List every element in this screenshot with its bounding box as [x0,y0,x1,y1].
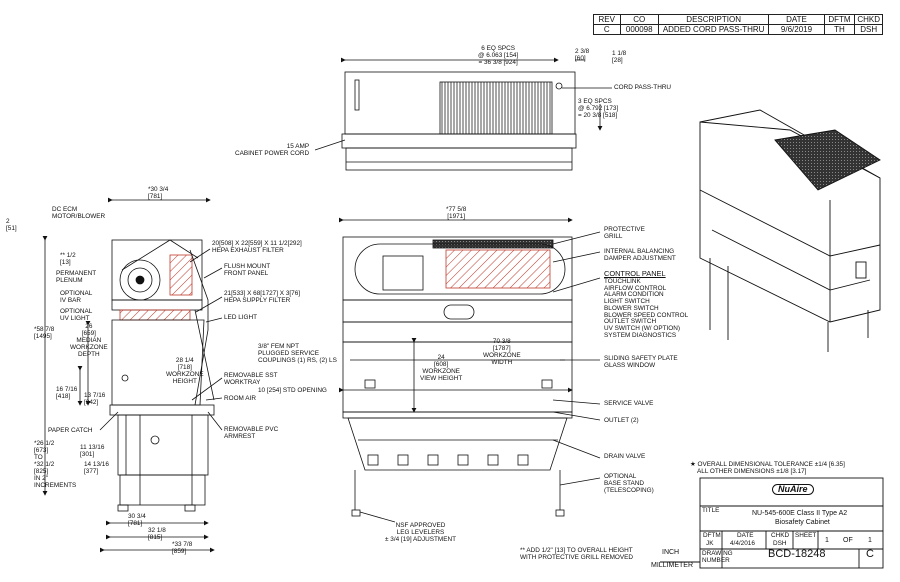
dftm-label: DFTM [703,532,721,539]
dftm-value: JK [706,540,714,547]
top-view [314,57,612,171]
drawing-number: BCD-18248 [768,548,826,560]
service-valve-label: SERVICE VALVE [604,400,654,407]
dim-overall-depth: *30 3/4 [781] [148,186,169,200]
base-stand-label: OPTIONAL BASE STAND (TELESCOPING) [604,473,654,494]
title-line-2: Biosafety Cabinet [775,519,830,526]
supply-filter-label: 21[533] X 68[1727] X 3[76] HEPA SUPPLY F… [224,290,301,304]
dim-right-spacing: 3 EQ SPCS @ 6.792 [173] = 20 3/8 [518] [578,98,619,119]
control-panel-front [443,304,475,320]
stand-height-range: *26 1/2 [673] TO *32 1/2 [825] IN 2" INC… [34,440,77,489]
worktray [109,404,215,416]
dim-grille-spacing: 6 EQ SPCS @ 6.063 [154] = 36 3/8 [924] [478,45,519,66]
chkd-value: DSH [773,540,787,547]
dim-2-3-8: 2 3/8 [60] [575,48,590,62]
of-value: 1 [868,537,872,544]
tolerance-note-2: ALL OTHER DIMENSIONS ±1/8 [3.17] [697,468,807,475]
paper-catch-label: PAPER CATCH [48,427,93,434]
top-view-front-lip [341,133,577,149]
of-label: OF [843,537,853,544]
flush-mount-label: FLUSH MOUNT FRONT PANEL [224,263,271,277]
protective-grill-label: PROTECTIVE GRILL [604,226,645,240]
front-view [339,217,601,523]
control-panel-title: CONTROL PANEL [604,269,666,278]
outlet-label: OUTLET (2) [604,417,639,424]
dim-32-1-8: 32 1/8 [815] [148,527,166,541]
top-view-grille [439,81,553,135]
title-label: TITLE [702,507,720,514]
dim-11-13-16: 11 13/16 [301] [80,444,105,458]
chkd-label: CHKD [771,532,790,539]
grill-removed-note: ** ADD 1/2" [13] TO OVERALL HEIGHT WITH … [520,547,634,561]
dftm-value: TH [823,24,856,35]
optional-uv-light-label: OPTIONAL UV LIGHT [60,308,93,322]
worktray-label: REMOVABLE SST WORKTRAY [224,372,278,386]
median-workzone-depth: 26 [659] MEDIAN WORKZONE DEPTH [70,323,108,358]
nuaire-logo: NuAire [772,484,814,495]
sheet-label: SHEET [795,532,817,539]
dim-33-7-8: *33 7/8 [859] [172,541,193,555]
drain-valve-label: DRAIN VALVE [604,453,646,460]
exhaust-filter-front [445,249,551,289]
dc-ecm-label: DC ECM MOTOR/BLOWER [52,206,106,220]
dim-16-7-16: 16 7/16 [418] [56,386,78,400]
side-view [42,197,223,553]
supply-filter [119,309,191,321]
date-value: 9/6/2019 [768,24,825,35]
workzone-view-height: 24 [608] WORKZONE VIEW HEIGHT [420,354,463,382]
iso-top-grille [774,129,881,191]
sheet-value: 1 [825,537,829,544]
dim-14-13-16: 14 13/16 [377] [84,461,109,475]
dim-1-1-8: 1 1/8 [28] [612,50,627,64]
revision-table: REV CO DESCRIPTION DATE DFTM CHKD C 0000… [593,14,883,35]
drawing-number-label: DRAWING NUMBER [702,550,733,564]
units-inch: INCH [662,549,680,556]
date-label: DATE [737,532,754,539]
tolerance-note-1: ★ OVERALL DIMENSIONAL TOLERANCE ±1/4 [6.… [690,461,845,468]
title-block-frame [660,477,884,569]
dim-30-3-4: 30 3/4 [781] [128,513,146,527]
power-cord-label: 15 AMP CABINET POWER CORD [235,143,310,157]
cord-pass-thru-label: CORD PASS-THRU [614,84,672,91]
iso-cabinet [699,121,881,323]
exhaust-filter-label: 20[508] X 22[559] X 11 1/2[292] HEPA EXH… [212,240,302,254]
damper-label: INTERNAL BALANCING DAMPER ADJUSTMENT [604,248,676,262]
armrest-label: REMOVABLE PVC ARMREST [224,426,279,440]
service-couplings-label: 3/8" FEM NPT PLUGGED SERVICE COUPLINGS (… [258,343,337,364]
optional-iv-bar-label: OPTIONAL IV BAR [60,290,93,304]
isometric-view [699,109,881,352]
base-stand-side [117,414,209,476]
base-stand-front [347,417,568,471]
dim-overall-width: *77 5/8 [1971] [446,206,467,220]
dim-2: 2 [51] [6,218,17,232]
permanent-plenum-label: PERMANENT PLENUM [56,270,97,284]
chkd-value: DSH [854,24,883,35]
dim-half-inch: ** 1/2 [13] [60,252,76,266]
title-line-1: NU-545-600E Class II Type A2 [752,510,848,517]
workzone-width: 70 3/8 [1787] WORKZONE WIDTH [483,338,521,366]
co-value: 000098 [619,24,659,35]
date-value: 4/4/2016 [730,540,755,547]
std-opening-label: 10 [254] STD OPENING [258,387,327,394]
led-light-label: LED LIGHT [224,314,258,321]
dim-overall-height: *58 7/8 [1495] [34,326,55,340]
workzone-height: 28 1/4 [718] WORKZONE HEIGHT [166,357,204,385]
dim-13-7-16: 13 7/16 [342] [84,392,106,406]
leg-levelers-label: NSF APPROVED LEG LEVELERS ± 3/4 [19] ADJ… [385,522,456,543]
sash-label: SLIDING SAFETY PLATE GLASS WINDOW [604,355,678,369]
room-air-label: ROOM AIR [224,395,256,402]
control-panel-items: TOUCHLINK AIRFLOW CONTROL ALARM CONDITIO… [604,278,689,339]
units-millimeter: MILLIMETER [651,562,694,569]
title-block-rev: C [866,548,874,560]
